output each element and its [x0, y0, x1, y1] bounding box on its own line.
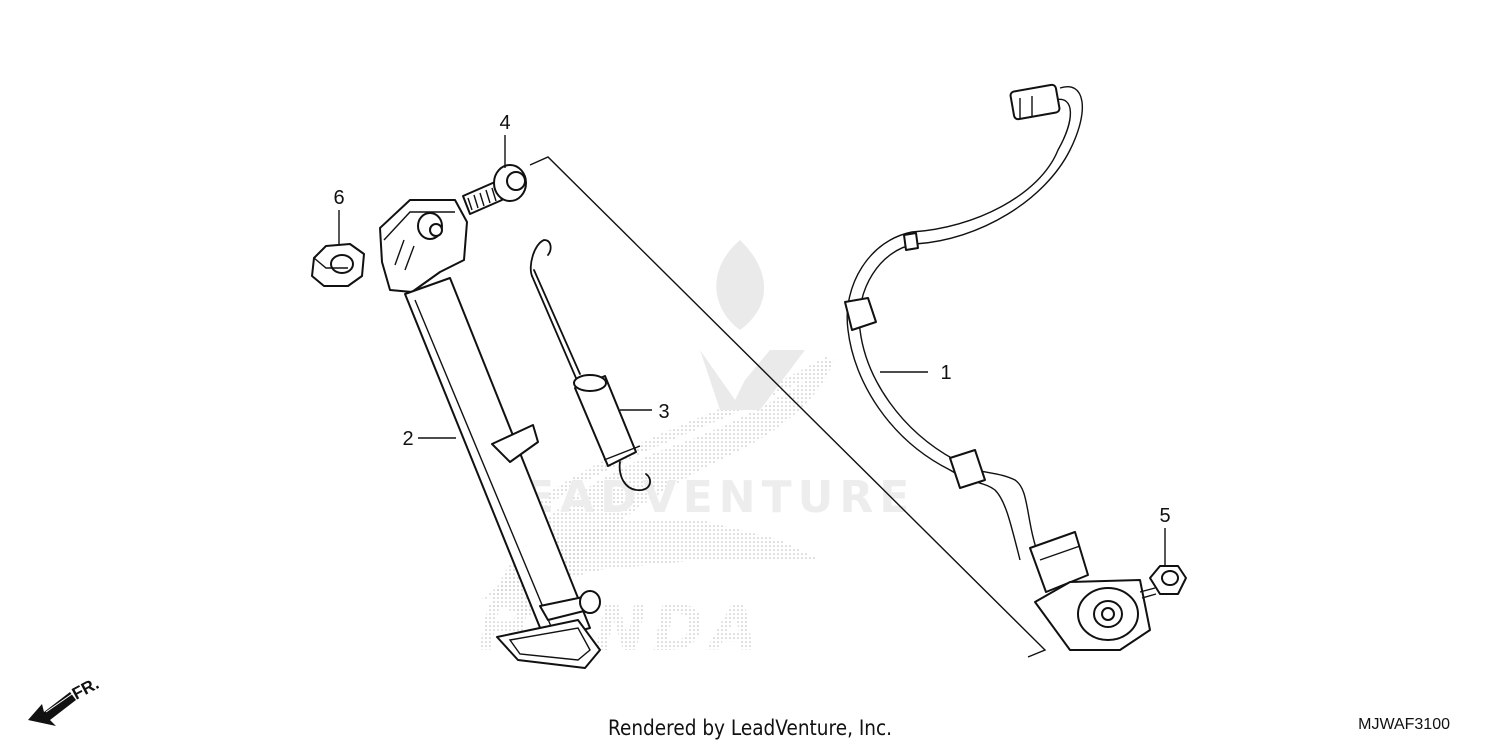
callout-2: 2 [402, 428, 413, 450]
part-3-spring [529, 239, 651, 491]
mount-relation-line [529, 156, 1047, 658]
callout-1: 1 [940, 362, 951, 384]
diagram-code: MJWAF3100 [1358, 716, 1450, 733]
footer-credit: Rendered by LeadVenture, Inc. [607, 716, 893, 740]
part-1-side-stand-switch [844, 83, 1151, 651]
watermark-logo: HONDA LEADVENTURE [478, 240, 915, 665]
callout-6: 6 [333, 187, 344, 209]
part-6-nut [311, 243, 365, 287]
svg-text:LEADVENTURE: LEADVENTURE [490, 472, 915, 523]
callout-3: 3 [658, 401, 669, 423]
part-5-bolt [1139, 565, 1187, 599]
callout-4: 4 [499, 112, 510, 134]
part-4-bolt [462, 164, 527, 215]
part-2-side-stand [379, 199, 601, 669]
callout-5: 5 [1159, 505, 1170, 527]
